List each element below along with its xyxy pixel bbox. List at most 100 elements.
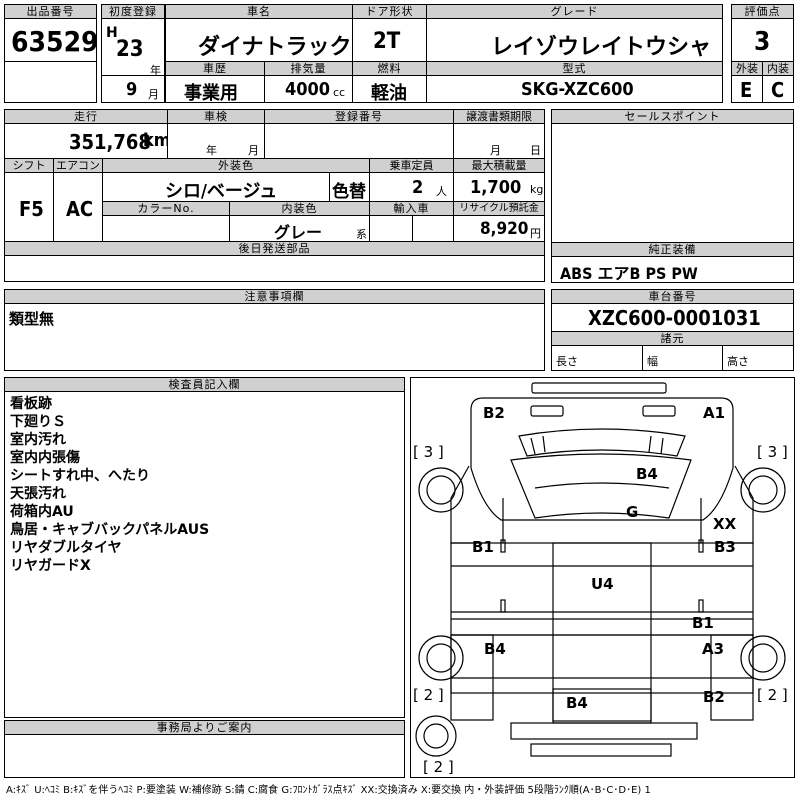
mark-b1-left: B1 <box>472 538 494 556</box>
capacity-cell: 2 人 <box>369 172 454 202</box>
office-cell <box>4 734 405 778</box>
mark-b2-bottom: B2 <box>703 688 725 706</box>
shift-cell: F5 <box>4 172 54 242</box>
inspection-year-unit: 年 <box>206 144 217 157</box>
tire-rear-right <box>740 635 786 681</box>
mileage-cell: 351,768 km <box>4 123 171 159</box>
interior-grade: C <box>771 78 785 102</box>
vehicle-diagram: B2 A1 B4 G XX B1 B3 U4 B1 B4 A3 B2 B4 [ … <box>413 382 788 776</box>
model-code-cell: SKG-XZC600 <box>426 75 723 103</box>
recycle-header: リサイクル預託金 <box>453 201 545 216</box>
later-parts-cell <box>4 255 545 282</box>
shift: F5 <box>19 197 44 221</box>
door-cell: 2T <box>352 18 427 62</box>
genuine-equipment: ABS エアB PS PW <box>560 264 698 283</box>
front-bumper <box>531 382 667 394</box>
length-cell: 長さ <box>551 345 643 371</box>
cab-outline <box>470 397 734 521</box>
mark-b2-top: B2 <box>483 404 505 422</box>
mark-b4-bottom: B4 <box>566 694 588 712</box>
genuine-header: 純正装備 <box>551 242 794 257</box>
windshield <box>518 428 686 457</box>
exterior-grade-header: 外装 <box>731 61 763 76</box>
mark-a1-top: A1 <box>703 404 725 422</box>
import-header: 輸入車 <box>369 201 454 216</box>
interior-grade-header: 内装 <box>762 61 794 76</box>
mark-b4-hood: B4 <box>636 465 658 483</box>
height-cell: 高さ <box>722 345 794 371</box>
transfer-deadline-header: 譲渡書類期限 <box>453 109 545 124</box>
inspector-note: 荷箱内AU <box>10 504 74 520</box>
vehicle-diagram-frame: B2 A1 B4 G XX B1 B3 U4 B1 B4 A3 B2 B4 [ … <box>410 377 795 778</box>
width-label: 幅 <box>647 355 658 368</box>
inspector-note: 室内内張傷 <box>10 450 80 466</box>
sales-points-cell <box>551 123 794 243</box>
max-load-cell: 1,700 kg <box>453 172 545 202</box>
history-header: 車歴 <box>165 61 265 76</box>
mark-b4-left: B4 <box>484 640 506 658</box>
color-change-cell: 色替 <box>329 172 370 202</box>
ext-color: シロ/ベージュ <box>165 181 278 202</box>
rear-bumper <box>510 722 698 740</box>
registration-month: 9 <box>126 79 138 100</box>
lot-blank-cell <box>4 61 97 103</box>
tire-label-spare: [ 2 ] <box>423 758 454 776</box>
inspector-header: 検査員記入欄 <box>4 377 405 392</box>
max-load-unit: kg <box>530 183 544 196</box>
mileage-header: 走行 <box>4 109 168 124</box>
door-type-header: ドア形状 <box>352 4 427 19</box>
max-load: 1,700 <box>470 177 522 198</box>
score-header: 評価点 <box>731 4 794 19</box>
history: 事業用 <box>184 83 238 104</box>
specs-header: 諸元 <box>551 331 794 346</box>
inspection-cell: 年 月 <box>167 123 265 159</box>
chassis-number: XZC600-0001031 <box>588 306 761 330</box>
remarks-cell: 類型無 <box>4 303 545 371</box>
mileage-unit: km <box>143 130 171 151</box>
tire-label-front-left: [ 3 ] <box>413 443 444 461</box>
first-registration-header: 初度登録 <box>101 4 165 19</box>
displacement: 4000 <box>285 79 331 100</box>
ac: AC <box>66 197 94 221</box>
grade-header: グレード <box>426 4 723 19</box>
int-color: グレー <box>274 223 323 242</box>
ac-cell: AC <box>53 172 103 242</box>
int-color-cell: グレー 系 <box>229 215 370 242</box>
tire-spare <box>415 715 457 757</box>
displacement-unit: cc <box>333 86 346 99</box>
mark-xx: XX <box>713 515 737 533</box>
lot-number: 63529 <box>11 25 99 58</box>
chassis-header: 車台番号 <box>551 289 794 304</box>
mark-a3-right: A3 <box>702 640 724 658</box>
year-unit: 年 <box>150 64 161 77</box>
transfer-month-unit: 月 <box>490 144 501 157</box>
inspector-notes: 看板跡 下廻りＳ 室内汚れ 室内内張傷 シートすれ中、へたり 天張汚れ 荷箱内A… <box>4 391 405 718</box>
registration-number-header: 登録番号 <box>264 109 454 124</box>
displacement-header: 排気量 <box>264 61 353 76</box>
transfer-day-unit: 日 <box>530 144 541 157</box>
car-name-header: 車名 <box>165 4 353 19</box>
model-code-header: 型式 <box>426 61 723 76</box>
office-header: 事務局よりご案内 <box>4 720 405 735</box>
mark-b1-mid: B1 <box>692 614 714 632</box>
mileage: 351,768 <box>69 130 151 154</box>
car-name-cell: ダイナトラック <box>165 18 353 62</box>
later-parts-header: 後日発送部品 <box>4 241 545 256</box>
tire-label-rear-right: [ 2 ] <box>757 686 788 704</box>
fuel: 軽油 <box>371 83 407 104</box>
fuel-header: 燃料 <box>352 61 427 76</box>
exterior-grade-cell: E <box>731 75 763 103</box>
color-no-header: カラーNo. <box>102 201 230 216</box>
ac-header: エアコン <box>53 158 103 173</box>
grade: レイゾウレイトウシャ <box>491 35 712 60</box>
inspector-note: シートすれ中、へたり <box>10 468 150 484</box>
first-registration-cell: H 23 年 <box>101 18 165 77</box>
score-cell: 3 <box>731 18 794 62</box>
tire-label-rear-left: [ 2 ] <box>413 686 444 704</box>
lot-number-header: 出品番号 <box>4 4 97 19</box>
capacity-header: 乗車定員 <box>369 158 454 173</box>
inspector-note: リヤガードX <box>10 558 91 574</box>
int-color-header: 内装色 <box>229 201 370 216</box>
import-cell-2 <box>412 215 454 242</box>
capacity: 2 <box>412 177 424 198</box>
